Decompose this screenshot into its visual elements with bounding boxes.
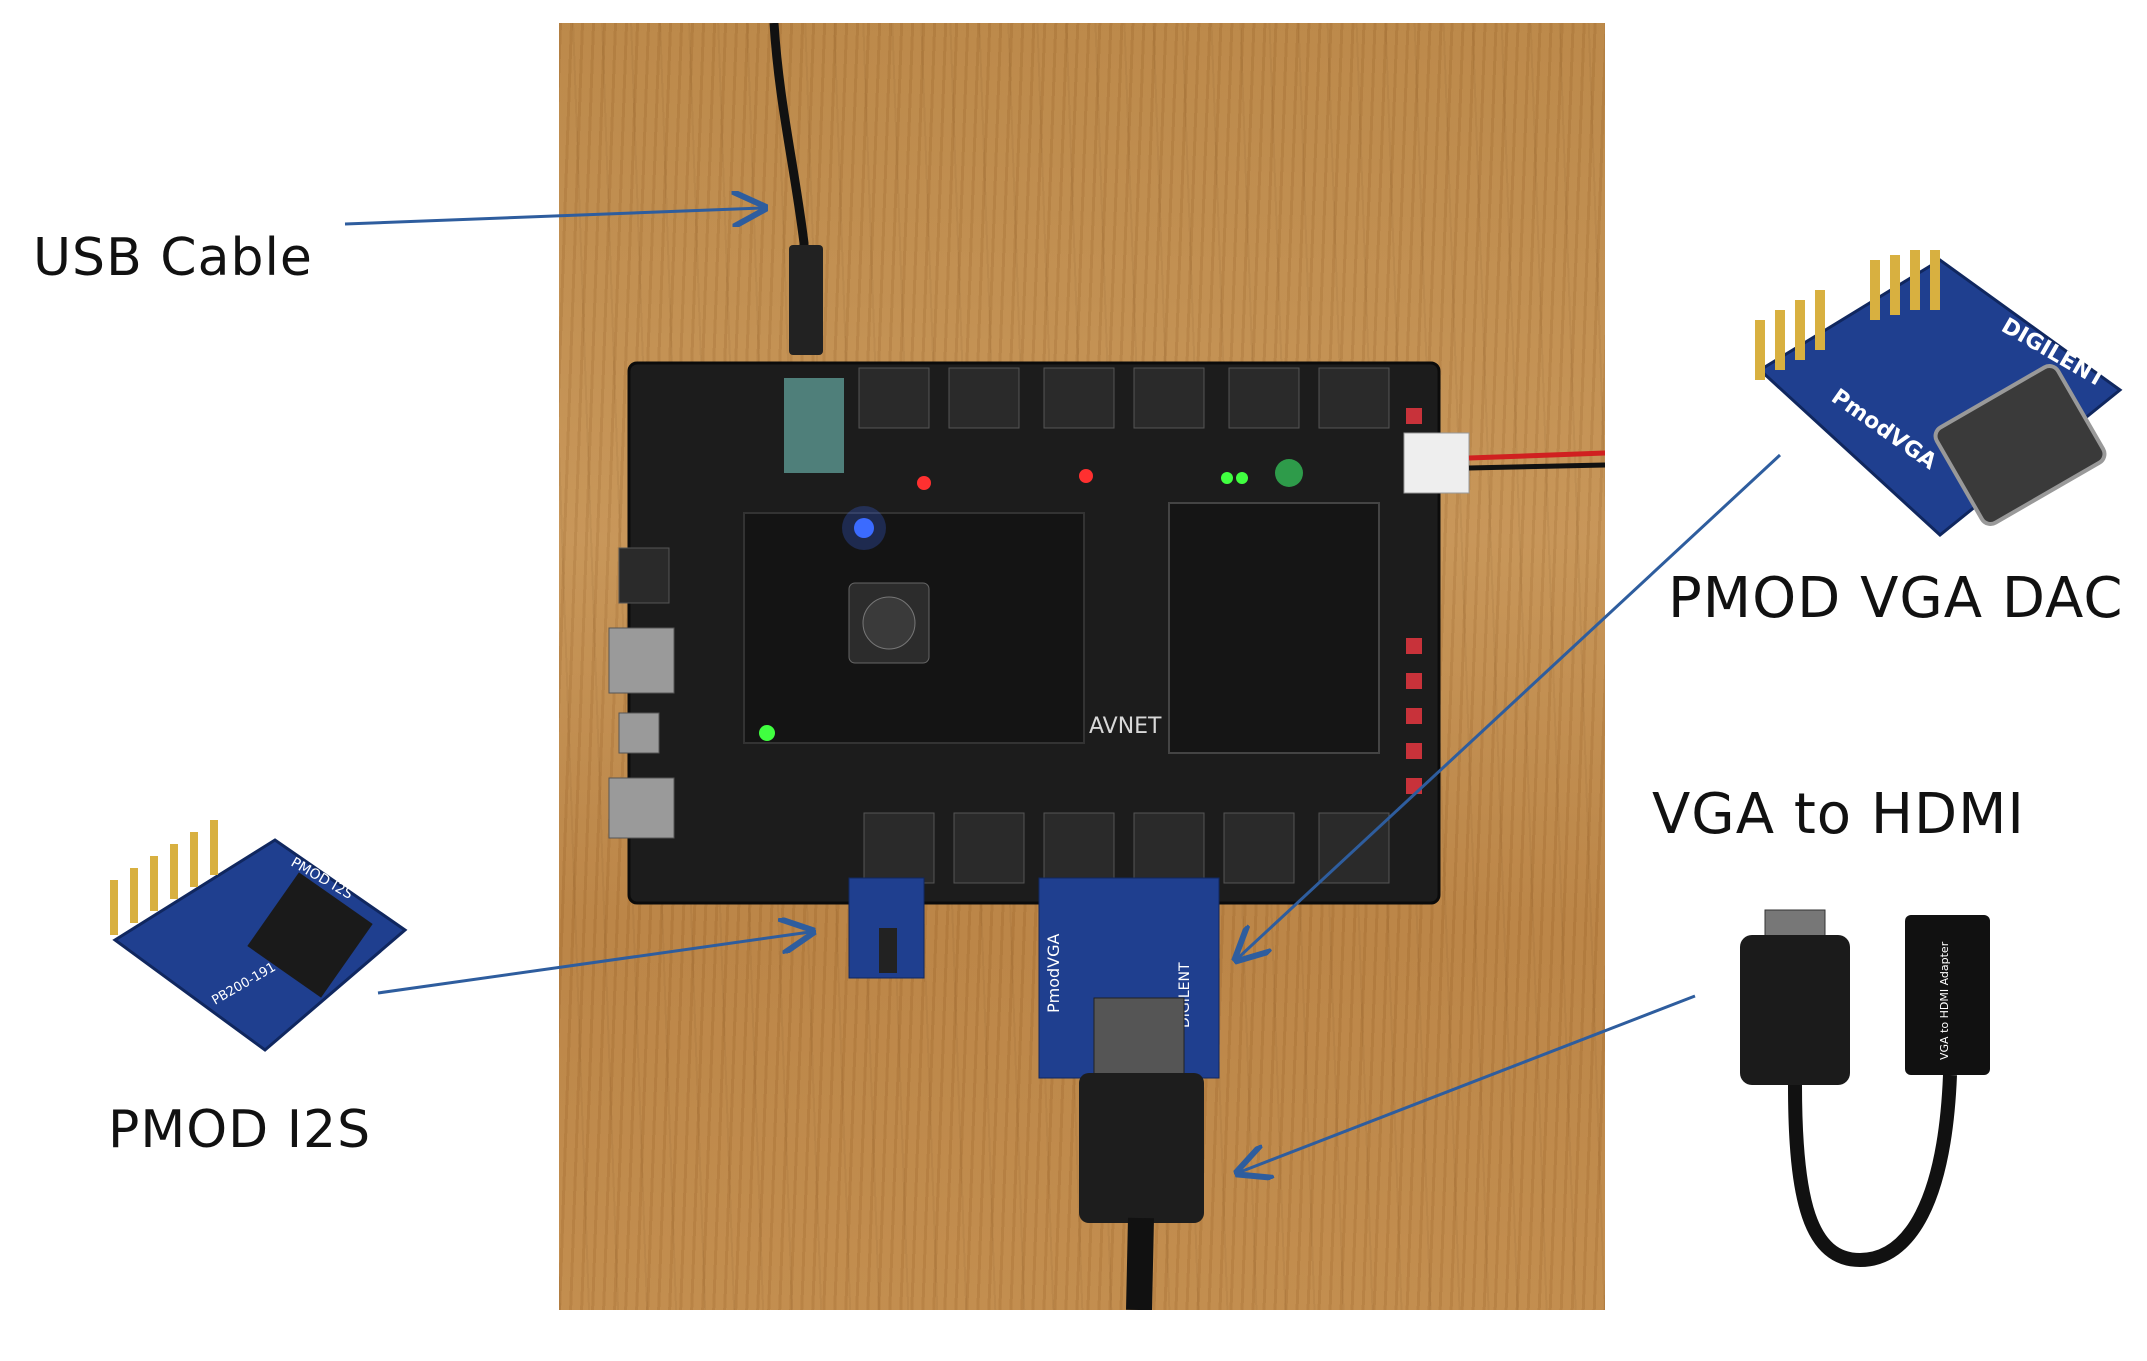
power-connector — [1403, 432, 1470, 494]
adapter-cable — [1788, 1074, 1957, 1268]
adapter-vga-plug — [1740, 935, 1850, 1085]
pmod-i2s-jack — [247, 872, 373, 998]
arrow-vga-hdmi — [1240, 994, 1696, 1172]
label-vga-to-hdmi: VGA to HDMI — [1652, 782, 2025, 847]
vga-hdmi-adapter-product: VGA to HDMI Adapter — [1740, 909, 1990, 1268]
jtag-module — [784, 378, 844, 473]
green-led-1 — [1221, 472, 1233, 484]
label-usb-cable: USB Cable — [33, 228, 313, 288]
board-photo: AVNET PmodVGA DIGILENT — [559, 23, 1605, 1310]
board-illustration: AVNET PmodVGA DIGILENT — [608, 23, 1605, 1310]
pmod-vga-product: DIGILENT PmodVGA — [1755, 250, 2123, 537]
pmod-vga-pins — [1755, 250, 1940, 380]
arrow-pmod-vga — [1238, 453, 1782, 958]
arrow-pmod-i2s — [377, 932, 810, 995]
push-buttons — [1406, 408, 1422, 794]
red-led — [917, 476, 931, 490]
usb-plug — [789, 245, 823, 355]
label-pmod-vga-dac: PMOD VGA DAC — [1668, 566, 2124, 631]
label-pmod-i2s: PMOD I2S — [108, 1100, 372, 1160]
green-led-2 — [1236, 472, 1248, 484]
pmod-i2s-pins — [110, 820, 218, 935]
green-led-3 — [759, 725, 775, 741]
onboard-pmodvga-label: PmodVGA — [1044, 933, 1063, 1013]
vga-plug — [1079, 1073, 1204, 1223]
blue-led — [854, 518, 874, 538]
vga-cable — [1126, 1217, 1154, 1310]
power-wire-red — [1468, 450, 1605, 461]
arduino-area — [1168, 502, 1380, 754]
blue-led-glow — [842, 506, 886, 550]
red-led-2 — [1079, 469, 1093, 483]
board-brand: AVNET — [1089, 714, 1162, 739]
left-ports — [608, 547, 675, 839]
adapter-box — [1905, 915, 1990, 1075]
green-button — [1275, 459, 1303, 487]
arrow-usb — [344, 208, 762, 224]
onboard-audio-jack — [879, 928, 897, 973]
adapter-box-text: VGA to HDMI Adapter — [1938, 941, 1951, 1060]
pmod-i2s-product: PMOD I2S PB200-191 — [110, 820, 408, 1052]
usb-cable — [769, 23, 809, 353]
fan-hub — [862, 596, 916, 650]
power-wire-black — [1468, 462, 1605, 471]
top-headers — [858, 367, 1390, 429]
pmod-vga-dsub — [1933, 364, 2107, 526]
